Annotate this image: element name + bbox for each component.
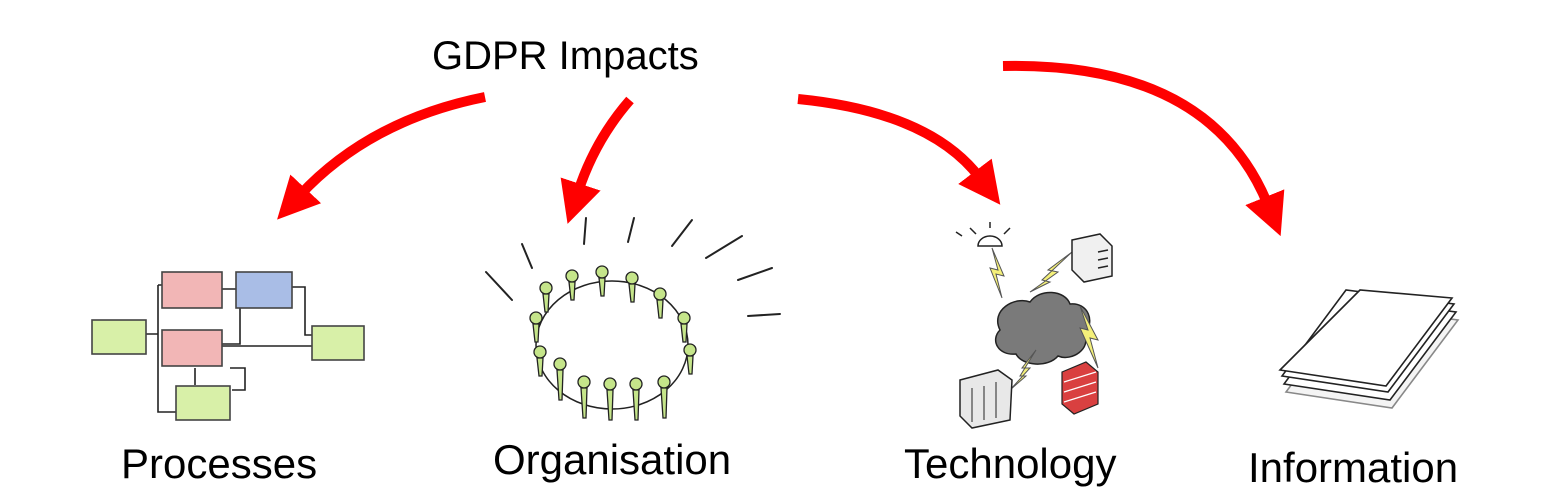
label-technology: Technology <box>904 440 1117 487</box>
process-flow-icon <box>91 271 365 421</box>
arrow-to-technology <box>797 94 1001 205</box>
diagram-title: GDPR Impacts <box>432 34 699 78</box>
label-information: Information <box>1248 444 1459 491</box>
network-cloud-icon <box>955 222 1113 429</box>
label-organisation: Organisation <box>493 436 732 483</box>
paper-stack-icon <box>1278 289 1460 409</box>
label-processes: Processes <box>121 440 318 487</box>
arrow-to-information <box>1002 60 1285 237</box>
people-circle-icon <box>485 217 781 421</box>
arrow-to-processes <box>277 92 486 220</box>
arrow-to-organisation <box>560 96 634 224</box>
